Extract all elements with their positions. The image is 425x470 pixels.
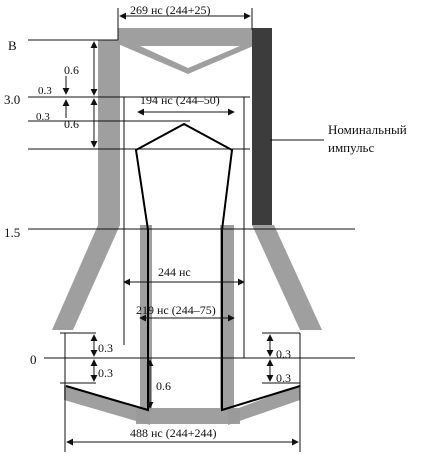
bottom-width-label: 488 нс (244+244) (130, 426, 217, 440)
second-06-label: 0.6 (64, 117, 79, 131)
right-03a-label: 0.3 (276, 347, 291, 361)
labels: B 3.0 1.5 0 269 нс (244+25) 194 нс (244–… (4, 3, 407, 440)
mask-bottom-right (228, 385, 300, 425)
dimension-arrows (62, 12, 324, 446)
top-width-label: 269 нс (244+25) (130, 3, 211, 17)
mask-right-diagonal (252, 225, 322, 330)
callout-line2: импульс (328, 140, 374, 155)
mask-right-upper (252, 28, 272, 225)
center-06-label: 0.6 (156, 379, 171, 393)
mask-left-diagonal (52, 225, 120, 330)
mask-bottom-left (64, 385, 150, 425)
left-03a-label: 0.3 (98, 341, 113, 355)
mask-top-v-cut (140, 46, 240, 68)
inner-top-width-label: 194 нс (244–50) (140, 93, 220, 107)
callout-line1: Номинальный (328, 122, 407, 137)
nominal-pulse (65, 122, 301, 412)
mask-left-upper (98, 40, 120, 225)
y-label-0: 0 (30, 352, 37, 367)
y-unit-label: B (8, 38, 17, 53)
right-03b-label: 0.3 (276, 371, 291, 385)
upper-03b-label: 0.3 (36, 111, 50, 123)
y-label-30: 3.0 (4, 92, 20, 107)
mask-bottom-center (136, 408, 240, 424)
lower-width-label: 219 нс (244–75) (136, 303, 216, 317)
upper-03a-label: 0.3 (38, 85, 52, 97)
mask-bands (52, 28, 322, 425)
upper-06-label: 0.6 (64, 63, 79, 77)
left-03b-label: 0.3 (98, 366, 113, 380)
y-label-15: 1.5 (4, 225, 20, 240)
reference-lines (28, 8, 355, 452)
mid-width-label: 244 нс (158, 265, 191, 279)
